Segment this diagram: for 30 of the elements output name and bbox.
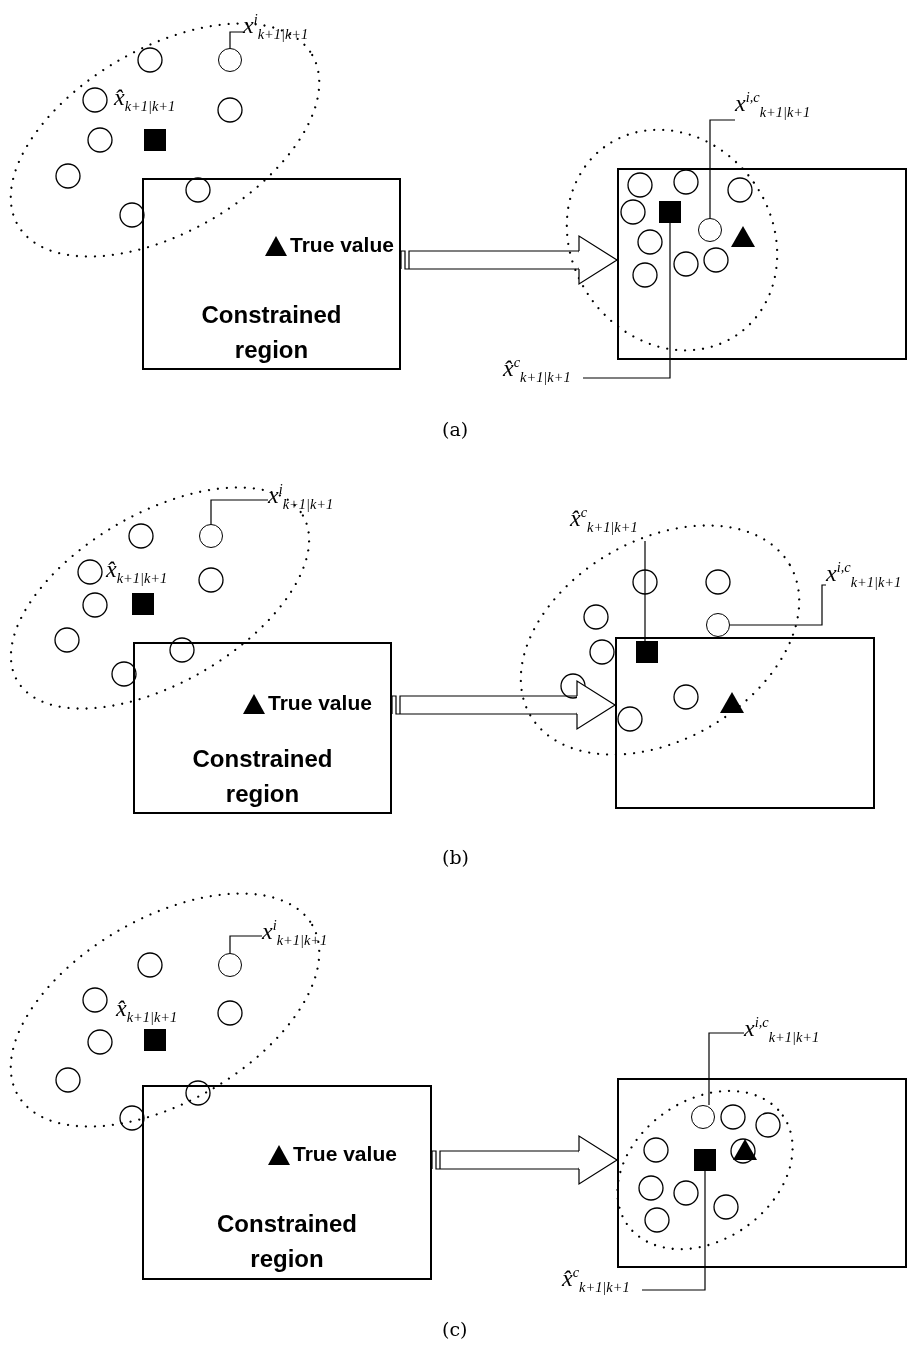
region-box: [142, 178, 401, 370]
region-box: [617, 168, 907, 360]
region-label: Constrained region: [200, 300, 343, 365]
leader-line: [709, 119, 736, 219]
region-box: [142, 1085, 432, 1280]
panel-caption: (b): [442, 846, 469, 868]
leader-line: [582, 222, 671, 379]
leader-line: [210, 499, 269, 525]
math-label: x̂$_{k+1|k+1}$: [114, 84, 176, 115]
region-box: [617, 1078, 907, 1268]
region-label: Constrained region: [191, 744, 334, 809]
estimate-square: [636, 641, 658, 663]
panel-caption: (c): [442, 1318, 468, 1340]
marker-label: True value: [293, 1142, 397, 1166]
leader-line: [641, 1170, 706, 1291]
estimate-square: [659, 201, 681, 223]
marker-label: True value: [268, 691, 372, 715]
leader-line: [708, 1032, 745, 1106]
region-label: Constrained region: [216, 1209, 358, 1274]
leader-line: [644, 540, 646, 642]
math-label: x̂$_{k+1|k+1}$: [116, 995, 178, 1026]
marker-label: True value: [290, 233, 394, 257]
panel-caption: (a): [442, 418, 469, 440]
estimate-square: [694, 1149, 716, 1171]
leader-line: [229, 935, 263, 954]
leader-line: [229, 31, 244, 49]
leader-line: [729, 584, 827, 626]
math-label: x̂$_{k+1|k+1}$: [106, 556, 168, 587]
region-box: [615, 637, 875, 809]
region-box: [133, 642, 392, 814]
